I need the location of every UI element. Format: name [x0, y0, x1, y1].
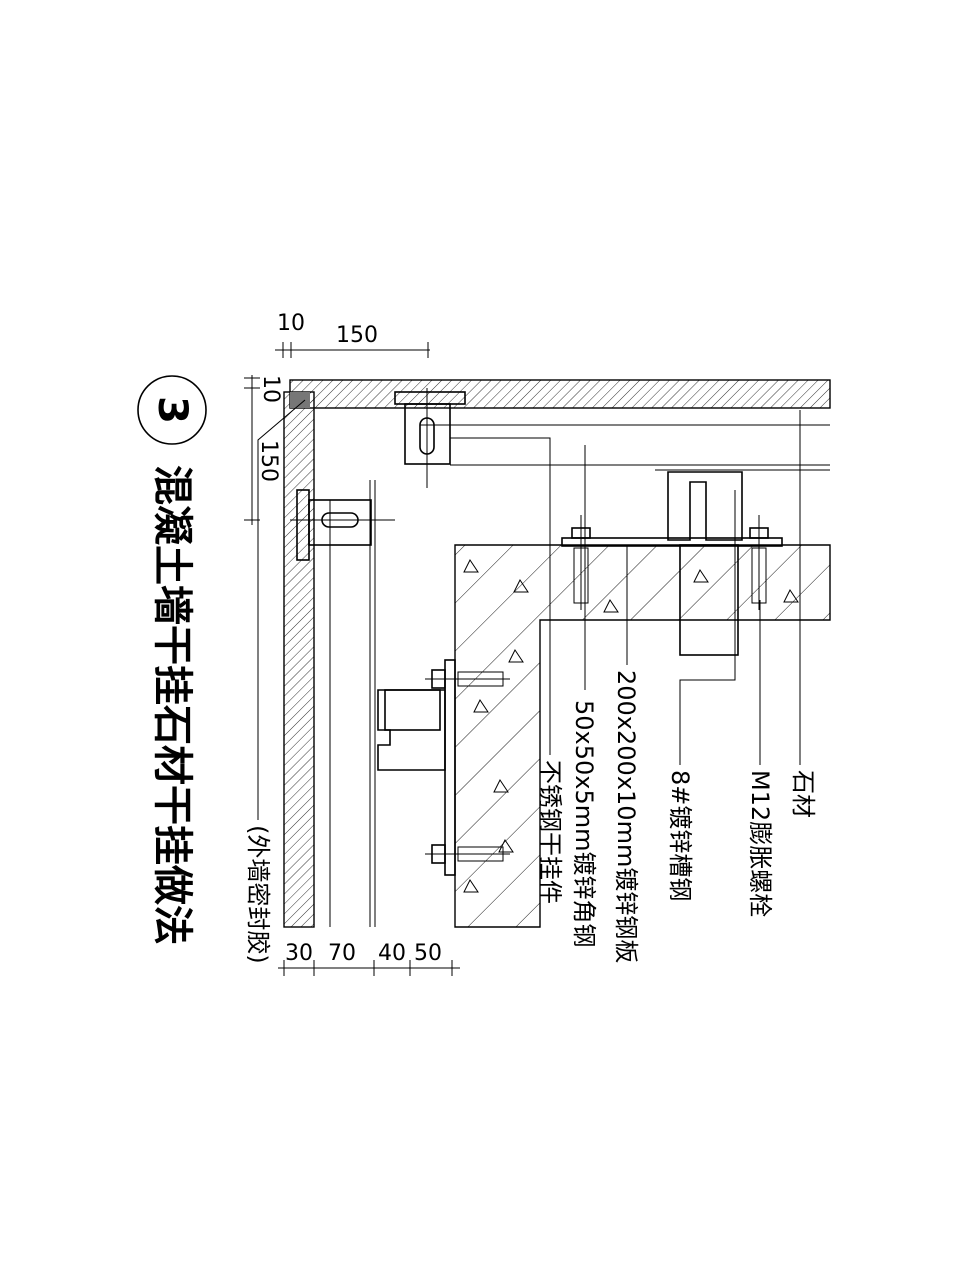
detail-number: 3 — [149, 396, 195, 424]
dimension-texts: 10 150 10 150 30 70 40 50 — [256, 311, 442, 966]
dim-side-a: 10 — [258, 375, 283, 403]
label-steel-plate: 200x200x10mm镀锌钢板 — [612, 670, 640, 963]
leader-lines — [257, 399, 801, 820]
label-channel-steel: 8#镀锌槽钢 — [666, 770, 694, 901]
concrete-wall — [454, 544, 831, 928]
left-frame-lines — [329, 480, 376, 927]
dim-bottom-c: 40 — [378, 941, 406, 966]
label-stone: 石材 — [789, 770, 817, 818]
channel-steel-top — [667, 471, 743, 656]
label-angle-steel: 50x50x5mm镀锌角钢 — [570, 700, 598, 948]
label-anchor-bolt: M12膨胀螺栓 — [746, 770, 774, 917]
label-pendant: 不锈钢干挂件 — [536, 760, 564, 904]
stone-panel-top — [289, 379, 831, 409]
sealant-corner — [290, 392, 310, 408]
steel-plate-top — [561, 515, 783, 610]
stone-panel-left — [283, 391, 315, 928]
dim-top-b: 150 — [336, 323, 378, 348]
dim-bottom-d: 50 — [414, 941, 442, 966]
detail-title-group: 3 混凝土墙干挂石材干挂做法 — [137, 375, 207, 945]
component-labels: 石材 M12膨胀螺栓 8#镀锌槽钢 200x200x10mm镀锌钢板 50x50… — [244, 670, 817, 964]
dim-side-b: 150 — [256, 440, 281, 482]
dim-top-a: 10 — [277, 311, 305, 336]
top-pendant — [394, 388, 466, 488]
channel-steel-left — [377, 689, 446, 771]
dim-bottom-b: 70 — [328, 941, 356, 966]
label-sealant: (外墙密封胶) — [244, 825, 272, 964]
top-frame-lines — [420, 424, 830, 471]
steel-plate-left — [425, 659, 510, 876]
left-pendant — [290, 489, 395, 561]
dimension-lines — [244, 342, 460, 976]
detail-title: 混凝土墙干挂石材干挂做法 — [149, 465, 195, 945]
dim-bottom-a: 30 — [285, 941, 313, 966]
